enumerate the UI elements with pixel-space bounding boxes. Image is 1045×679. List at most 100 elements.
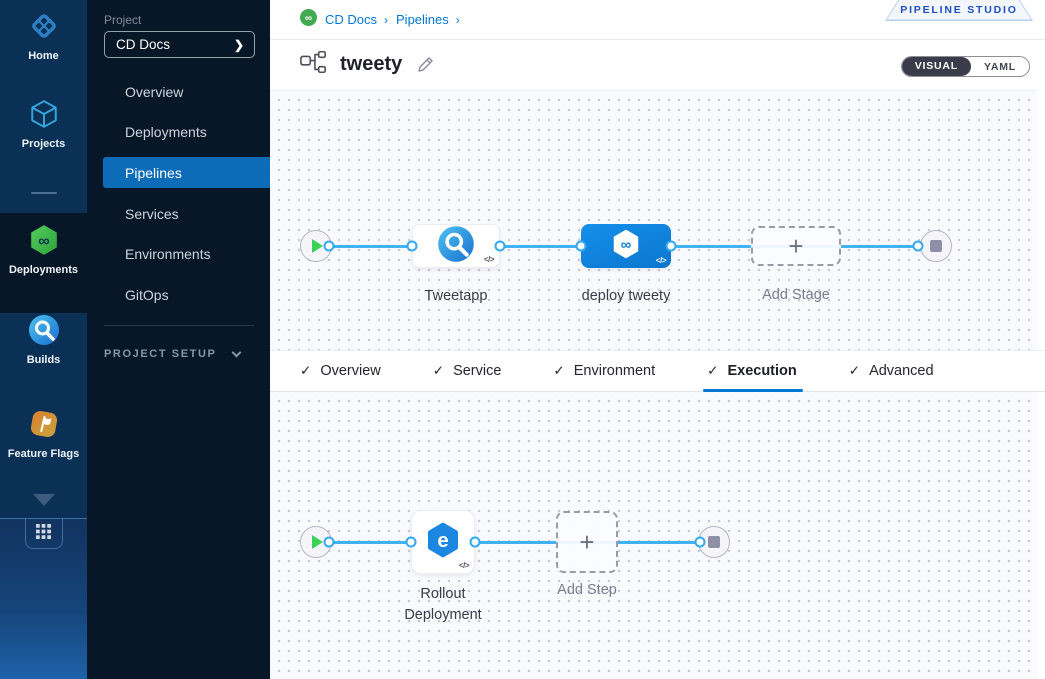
play-icon <box>312 535 323 549</box>
sidebar-item-label: Builds <box>0 354 87 366</box>
code-view-icon[interactable]: </> <box>484 255 494 264</box>
page-header: ∞ CD Docs › Pipelines › tweety PIPELINE … <box>270 0 1045 90</box>
stage-label: deploy tweety <box>582 288 671 304</box>
check-icon: ✓ <box>553 363 564 379</box>
sidebar-item-overview[interactable]: Overview <box>87 76 270 107</box>
sidebar-item-services[interactable]: Services <box>87 198 270 229</box>
pipeline-studio-badge: PIPELINE STUDIO <box>885 0 1033 21</box>
sidebar-divider <box>104 325 254 326</box>
module-grid-button[interactable] <box>25 519 63 549</box>
stage-label: Tweetapp <box>425 288 488 304</box>
tab-overview[interactable]: ✓ Overview <box>300 351 381 391</box>
module-rail: Home Projects ∞ Deployments Builds Featu… <box>0 0 87 679</box>
rail-bottom-section <box>0 518 87 679</box>
sidebar-item-deployments-page[interactable]: Deployments <box>87 116 270 147</box>
stop-icon <box>708 536 720 548</box>
breadcrumb-separator: › <box>384 13 388 27</box>
connector-port[interactable] <box>576 241 587 252</box>
check-icon: ✓ <box>433 363 444 379</box>
cd-module-icon: ∞ <box>300 9 317 31</box>
connector-port[interactable] <box>324 537 335 548</box>
connector-port[interactable] <box>495 241 506 252</box>
project-selector[interactable]: CD Docs ❯ <box>104 31 255 58</box>
sidebar-item-builds[interactable]: Builds <box>0 314 87 366</box>
breadcrumb-separator: › <box>456 13 460 27</box>
sidebar-item-home[interactable]: Home <box>0 10 87 62</box>
chevron-down-icon <box>231 347 241 357</box>
sidebar-item-deployments[interactable]: ∞ Deployments <box>0 224 87 276</box>
stage-node-tweetapp[interactable]: </> <box>412 224 500 268</box>
grid-icon <box>36 524 51 544</box>
tab-environment[interactable]: ✓ Environment <box>553 351 655 391</box>
rollout-deployment-icon: e <box>425 522 461 563</box>
visual-toggle-button[interactable]: VISUAL <box>902 57 971 76</box>
home-icon <box>28 29 60 46</box>
pipeline-edge <box>316 541 716 544</box>
deployments-cd-icon: ∞ <box>28 243 60 260</box>
step-label: Rollout Deployment <box>387 584 499 626</box>
projects-icon <box>28 117 60 134</box>
add-stage-button[interactable]: + <box>751 226 841 266</box>
code-view-icon[interactable]: </> <box>656 256 666 265</box>
pipeline-name: tweety <box>340 53 402 76</box>
build-stage-icon <box>437 225 475 268</box>
code-view-icon[interactable]: </> <box>459 561 469 570</box>
connector-port[interactable] <box>470 537 481 548</box>
add-stage-label: Add Stage <box>762 287 830 303</box>
svg-text:∞: ∞ <box>305 13 312 24</box>
connector-port[interactable] <box>324 241 335 252</box>
sidebar-item-label: Home <box>0 50 87 62</box>
project-setup-toggle[interactable]: PROJECT SETUP <box>104 348 240 360</box>
sidebar-item-label: Deployments <box>0 264 87 276</box>
connector-port[interactable] <box>407 241 418 252</box>
stage-node-deploy-tweety[interactable]: ∞ </> <box>581 224 671 268</box>
add-step-button[interactable]: + <box>556 511 618 573</box>
sidebar-item-pipelines[interactable]: Pipelines <box>103 157 270 188</box>
rail-divider <box>31 192 57 194</box>
sidebar-item-feature-flags[interactable]: Feature Flags <box>0 408 87 460</box>
sidebar-item-projects[interactable]: Projects <box>0 98 87 150</box>
breadcrumb-pipelines-link[interactable]: Pipelines <box>396 12 449 27</box>
pipeline-icon <box>300 50 328 79</box>
plus-icon: + <box>788 233 803 259</box>
play-icon <box>312 239 323 253</box>
tab-execution[interactable]: ✓ Execution <box>707 351 797 391</box>
breadcrumb-project-link[interactable]: CD Docs <box>325 12 377 27</box>
stage-config-tabs: ✓ Overview ✓ Service ✓ Environment ✓ Exe… <box>270 350 1045 392</box>
sidebar-item-environments[interactable]: Environments <box>87 238 270 269</box>
connector-port[interactable] <box>695 537 706 548</box>
svg-text:e: e <box>437 530 448 552</box>
check-icon: ✓ <box>849 363 860 379</box>
project-sidebar: Project CD Docs ❯ Overview Deployments P… <box>87 0 270 679</box>
connector-port[interactable] <box>406 537 417 548</box>
connector-port[interactable] <box>666 241 677 252</box>
view-toggle: VISUAL YAML <box>901 56 1030 77</box>
check-icon: ✓ <box>707 363 718 379</box>
project-section-label: Project <box>104 13 141 27</box>
deploy-stage-icon: ∞ <box>610 228 642 265</box>
check-icon: ✓ <box>300 363 311 379</box>
svg-text:∞: ∞ <box>38 233 49 250</box>
sidebar-item-label: Projects <box>0 138 87 150</box>
chevron-right-icon: ❯ <box>234 38 244 52</box>
builds-icon <box>28 333 60 350</box>
execution-canvas[interactable]: e </> + Rollout Deployment Add Step <box>270 392 1037 679</box>
sidebar-item-gitops[interactable]: GitOps <box>87 279 270 310</box>
stop-icon <box>930 240 942 252</box>
connector-port[interactable] <box>913 241 924 252</box>
svg-text:∞: ∞ <box>621 236 632 253</box>
main-content: ∞ CD Docs › Pipelines › tweety PIPELINE … <box>270 0 1045 679</box>
edit-pipeline-button[interactable] <box>416 56 434 74</box>
pipeline-end-node[interactable] <box>920 230 952 262</box>
project-selector-value: CD Docs <box>116 37 234 52</box>
sidebar-item-label: Feature Flags <box>0 448 87 460</box>
tab-advanced[interactable]: ✓ Advanced <box>849 351 934 391</box>
yaml-toggle-button[interactable]: YAML <box>971 58 1029 76</box>
step-node-rollout-deployment[interactable]: e </> <box>411 510 475 574</box>
feature-flags-icon <box>28 427 60 444</box>
add-step-label: Add Step <box>557 582 617 598</box>
stage-canvas[interactable]: </> ∞ </> + Tweetapp deploy tweety <box>270 90 1037 350</box>
rail-expand-chevron-icon[interactable] <box>33 494 55 506</box>
tab-service[interactable]: ✓ Service <box>433 351 502 391</box>
